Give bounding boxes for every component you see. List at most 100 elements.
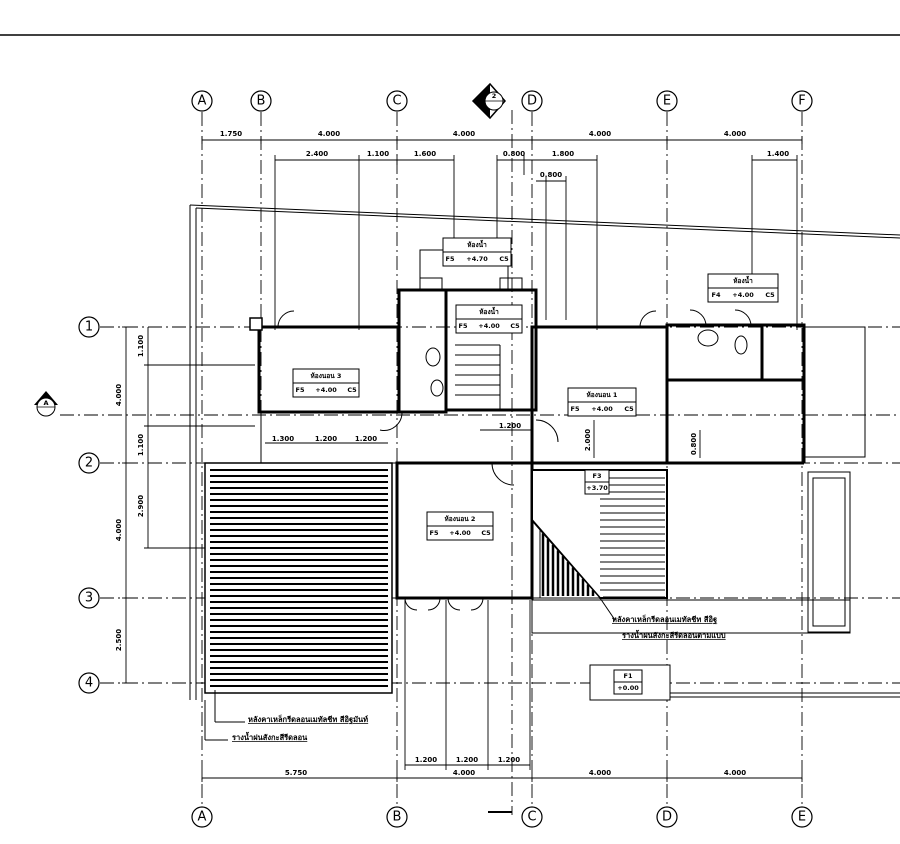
room-tag-level: +4.70 [466,255,488,263]
dimension-top-overall: 1.750 4.000 4.000 4.000 4.000 [201,130,803,144]
grid-label-e-bottom: E [798,810,806,825]
section-marker-top: 2 [471,82,507,120]
roof-outline [189,204,900,700]
grid-label-c-top: C [392,94,401,109]
grid-bubbles-left: 1 2 3 4 [78,316,100,694]
dim-top-1: 1.750 [220,130,242,138]
grid-label-d-top: D [527,94,537,109]
dim-interior-a-1: 1.300 [272,435,294,443]
grid-label-b-bottom: B [393,810,402,825]
level-tag-f3-level: +3.70 [586,484,608,492]
room-tag-bathroom-right: ห้องน้ำ F4 +4.00 C5 [707,273,779,303]
dim-top-3: 4.000 [453,130,475,138]
dim-interior-b-1: 1.200 [499,422,521,430]
level-tag-f3-code: F3 [593,472,602,480]
grid-bubble-e-bottom [791,806,813,828]
room-tag-bathroom-top: ห้องน้ำ F5 +4.70 C5 [442,237,512,267]
dim-top-2: 4.000 [318,130,340,138]
room-tag-code: C5 [624,405,634,413]
room-tag-code: F4 [712,291,721,299]
room-tag-code: F5 [459,322,468,330]
grid-bubbles-top: A B C D E F [191,90,813,112]
dimension-interior: 1.300 1.200 1.200 1.200 2.000 0.800 [265,420,701,458]
grid-label-3: 3 [85,591,93,606]
room-tag-code: F5 [571,405,580,413]
section-marker-top-label: 2 [492,92,497,100]
grid-bubble-b-top [250,90,272,112]
grid-label-c-bottom: C [527,810,536,825]
room-tag-bathroom-center: ห้องน้ำ F5 +4.00 C5 [455,304,523,334]
room-tag-code: C5 [499,255,509,263]
dim-left-3: 2.500 [115,629,123,651]
dim-left-inner-3: 2.900 [137,495,145,517]
dim-bottom-4: 4.000 [724,769,746,777]
grid-bubble-c-top [386,90,408,112]
dim-top-5: 4.000 [724,130,746,138]
room-tag-level: +4.00 [591,405,613,413]
grid-label-b-top: B [257,94,266,109]
level-tag-f1: F1 +0.00 [589,664,671,701]
grid-label-a-bottom: A [198,810,207,825]
room-tag-level: +4.00 [732,291,754,299]
room-tag-code: C5 [765,291,775,299]
dim-second-4: 0.800 [503,150,525,158]
room-tag-bathroom-top-name: ห้องน้ำ [467,239,487,249]
grid-label-a-top: A [198,94,207,109]
dim-bottom-2: 4.000 [453,769,475,777]
room-tag-bedroom-2-name: ห้องนอน 2 [445,514,476,523]
dim-interior-v-2: 0.800 [690,433,698,455]
section-marker-left: A [34,391,58,417]
grid-bubble-2 [78,452,100,474]
room-tag-bedroom-1-name: ห้องนอน 1 [587,390,618,399]
room-tag-code: F5 [296,386,305,394]
grid-bubble-e-top [656,90,678,112]
dim-bottom-inner-2: 1.200 [456,756,478,764]
dim-bottom-3: 4.000 [589,769,611,777]
dimension-left: 4.000 4.000 2.500 1.100 1.100 2.900 [115,326,255,684]
dim-bottom-inner-1: 1.200 [415,756,437,764]
walls [249,249,806,600]
grid-bubbles-bottom: A B C D E [191,806,813,828]
terrace-hatching [204,462,393,694]
grid-bubble-a-top [191,90,213,112]
room-tag-level: +4.00 [478,322,500,330]
grid-bubble-a-bottom [191,806,213,828]
grid-bubble-d-bottom [656,806,678,828]
grid-label-4: 4 [85,676,93,691]
room-tag-code: F5 [430,529,439,537]
grid-bubble-f-top [791,90,813,112]
room-tag-level: +4.00 [315,386,337,394]
dim-left-inner-2: 1.100 [137,434,145,456]
room-tag-bathroom-center-name: ห้องน้ำ [479,306,499,316]
note-gutter-left: รางน้ำฝนสังกะสีรีดลอน [232,731,308,742]
grid-label-e-top: E [663,94,671,109]
grid-label-f-top: F [798,94,805,109]
dim-left-2: 4.000 [115,519,123,541]
dim-third-1: 0.800 [540,171,562,179]
dim-second-3: 1.600 [414,150,436,158]
dim-second-2: 1.100 [367,150,389,158]
note-roof-left: หลังคาเหล็กรีดลอนเมทัลชีท สีอิฐมันท์ [248,714,368,725]
note-roof-right: หลังคาเหล็กรีดลอนเมทัลชีท สีอิฐ [612,614,717,625]
grid-bubble-c-bottom [521,806,543,828]
room-tag-bedroom-2: ห้องนอน 2 F5 +4.00 C5 [426,511,494,541]
dim-second-5: 1.800 [552,150,574,158]
room-tag-bedroom-1: ห้องนอน 1 F5 +4.00 C5 [567,387,637,417]
grid-label-1: 1 [85,320,93,335]
level-tag-f3: F3 +3.70 [584,469,610,495]
dim-bottom-1: 5.750 [285,769,307,777]
room-tag-bathroom-right-name: ห้องน้ำ [733,275,753,285]
dim-bottom-inner-3: 1.200 [498,756,520,764]
dim-interior-a-3: 1.200 [355,435,377,443]
section-marker-left-label: A [43,399,48,407]
grid-bubble-d-top [521,90,543,112]
dim-interior-a-2: 1.200 [315,435,337,443]
grid-bubble-1 [78,316,100,338]
room-tag-bedroom-3: ห้องนอน 3 F5 +4.00 C5 [292,368,360,398]
room-tag-code: C5 [510,322,520,330]
dimension-bottom: 1.200 1.200 1.200 5.750 4.000 4.000 4.00… [201,600,803,782]
dim-top-4: 4.000 [589,130,611,138]
dim-left-inner-1: 1.100 [137,335,145,357]
dim-left-1: 4.000 [115,384,123,406]
